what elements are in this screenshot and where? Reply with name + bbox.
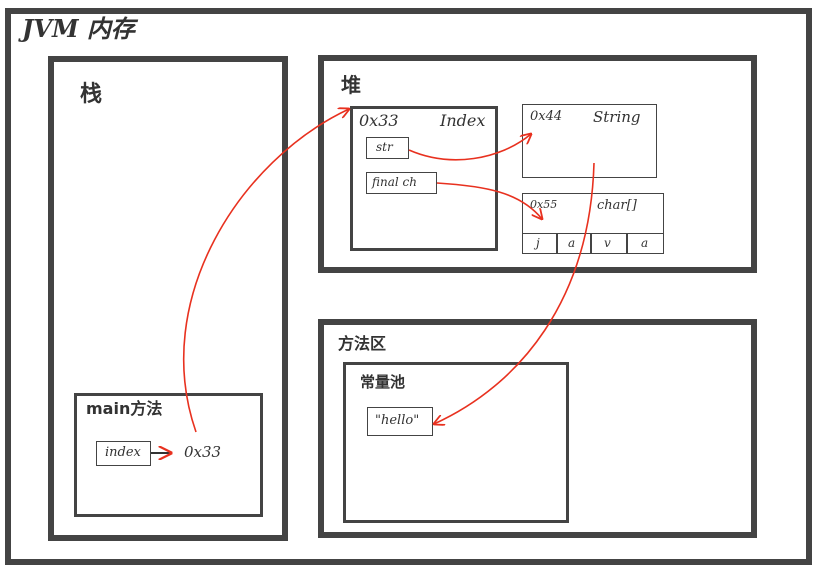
stack-title: 栈	[80, 82, 103, 107]
str-field-box	[366, 137, 409, 159]
jvm-memory-title: JVM 内存	[22, 14, 135, 43]
index-variable-name: index	[105, 445, 141, 460]
jvm-memory-frame	[5, 8, 812, 565]
char-cell	[522, 233, 558, 254]
index-ref-value: 0x33	[184, 443, 222, 461]
hello-literal: "hello"	[375, 413, 420, 428]
main-method-title: main方法	[86, 399, 163, 418]
str-field-label: str	[376, 140, 393, 154]
index-object-address: 0x33	[359, 111, 399, 130]
char-cell-value: v	[604, 236, 611, 250]
char-cell	[626, 233, 664, 254]
index-object-type: Index	[440, 111, 486, 130]
main-method-frame	[74, 393, 263, 517]
char-cell-value: a	[568, 236, 576, 250]
char-cell-value: a	[641, 236, 649, 250]
string-object-address: 0x44	[530, 109, 563, 124]
constant-pool-title: 常量池	[360, 373, 406, 391]
final-ch-field-label: final ch	[372, 175, 417, 189]
char-array-address: 0x55	[530, 198, 558, 211]
heap-title: 堆	[341, 73, 361, 97]
method-area-title: 方法区	[338, 334, 387, 353]
char-cell-value: j	[536, 236, 540, 250]
string-object-type: String	[593, 108, 641, 126]
char-array-type: char[]	[597, 198, 637, 213]
index-variable-box	[96, 441, 151, 466]
